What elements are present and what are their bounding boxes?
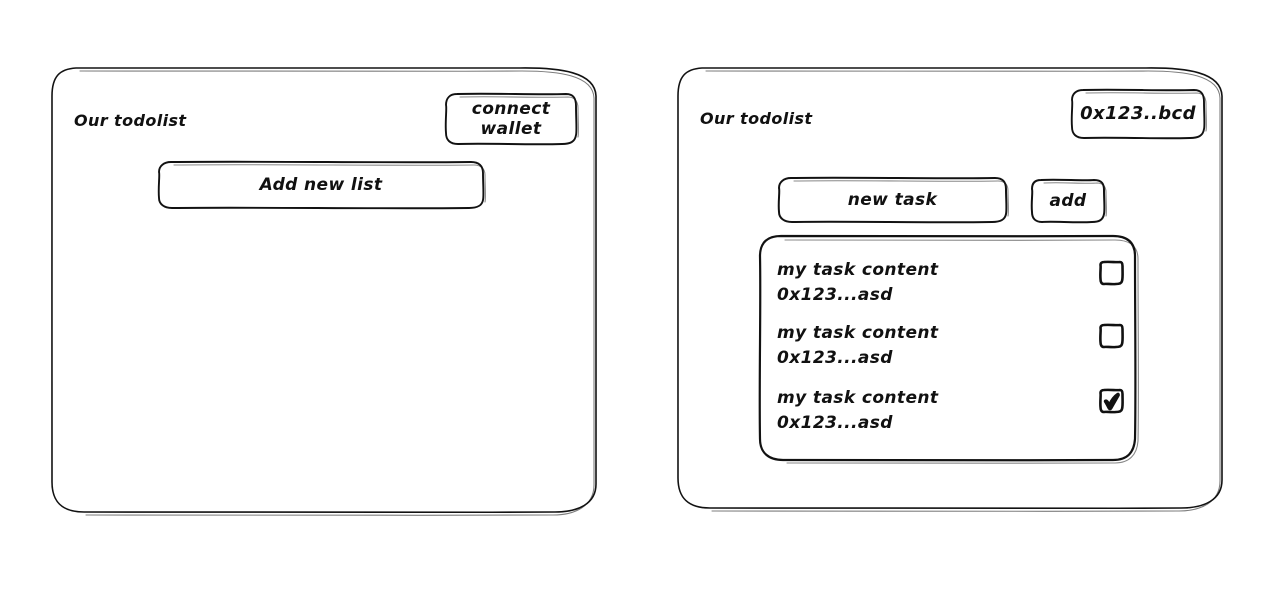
new-task-input-value: new task [777, 176, 1008, 224]
add-new-list-button[interactable]: Add new list [157, 160, 486, 210]
screen-connected-frame: Our todolist 0x123..bcd new task [676, 66, 1224, 512]
connect-wallet-label: connect wallet [444, 92, 578, 146]
task-address: 0x123...asd [777, 285, 893, 305]
add-new-list-label-text: Add new list [259, 174, 383, 195]
task-address: 0x123...asd [777, 348, 893, 368]
add-task-label: add [1030, 178, 1106, 224]
connect-wallet-button[interactable]: connect wallet [444, 92, 579, 146]
task-text: my task content 0x123...asd [777, 321, 938, 371]
task-address: 0x123...asd [777, 413, 893, 433]
add-task-button[interactable]: add [1030, 178, 1107, 224]
task-content: my task content [777, 323, 939, 343]
screen-disconnected-frame: Our todolist connect wallet Add new list [50, 66, 598, 516]
wallet-address-text: 0x123..bcd [1080, 103, 1196, 125]
new-task-input[interactable]: new task [777, 176, 1009, 224]
checkbox-checked-icon[interactable] [1099, 388, 1124, 414]
task-list-item[interactable]: my task content 0x123...asd [777, 321, 1124, 371]
wallet-address-button[interactable]: 0x123..bcd [1070, 88, 1207, 140]
task-list-item[interactable]: my task content 0x123...asd [777, 386, 1124, 436]
wallet-address-label: 0x123..bcd [1070, 88, 1206, 140]
checkbox-empty-icon[interactable] [1099, 260, 1124, 286]
page-title: Our todolist [74, 111, 187, 130]
task-list-container: my task content 0x123...asd my task cont… [757, 234, 1139, 464]
add-new-list-label: Add new list [157, 160, 485, 210]
task-content: my task content [777, 388, 939, 408]
task-content: my task content [777, 260, 939, 280]
connect-wallet-label-line2: wallet [480, 119, 542, 139]
new-task-input-text: new task [847, 189, 938, 210]
task-text: my task content 0x123...asd [777, 386, 938, 436]
connect-wallet-label-line1: connect [471, 98, 551, 119]
task-text: my task content 0x123...asd [777, 258, 938, 308]
page-title: Our todolist [700, 109, 813, 128]
add-task-text: add [1049, 190, 1087, 211]
checkbox-empty-icon[interactable] [1099, 323, 1124, 349]
task-list-item[interactable]: my task content 0x123...asd [777, 258, 1124, 308]
